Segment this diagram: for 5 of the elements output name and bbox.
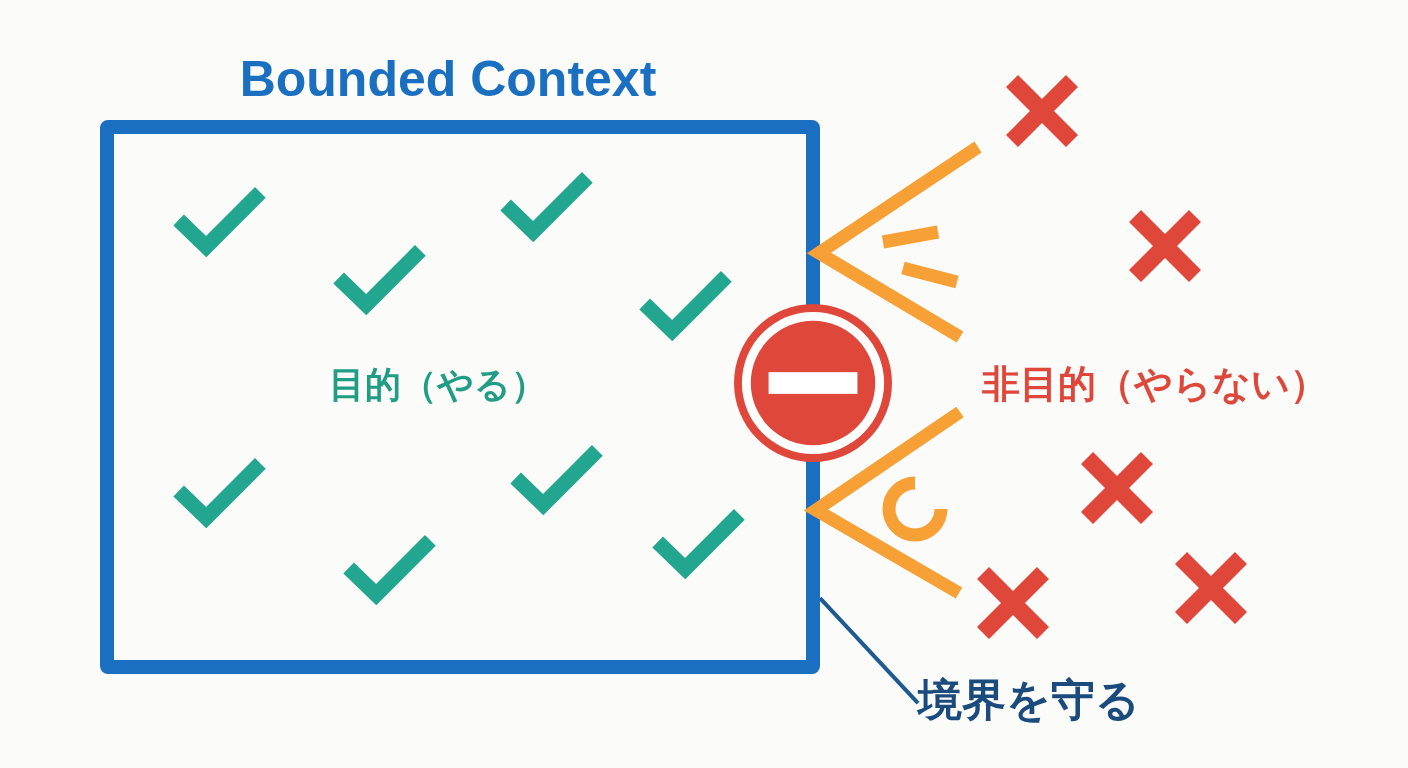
goal-text: 目的（やる） [329,363,547,407]
non-goal-text: 非目的（やらない） [982,362,1328,408]
box-title: Bounded Context [239,50,657,109]
boundary-label: 境界を守る [918,674,1140,727]
leader-line [818,596,920,705]
